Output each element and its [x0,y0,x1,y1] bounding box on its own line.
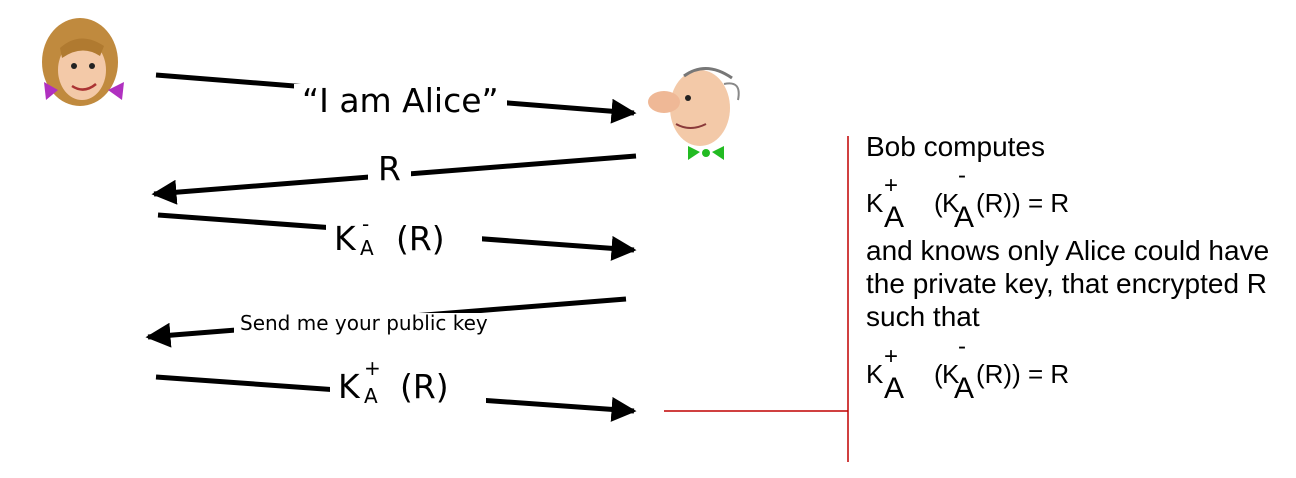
outer-key-sub: A [884,200,905,234]
inner-key: K [942,187,960,218]
label-signed-nonce: K - A (R) [326,214,482,262]
inner-key-sub: A [954,371,975,405]
outer-key: K [866,358,884,389]
key-letter: K [338,367,360,406]
formula-open-paren: ( [934,187,943,218]
inner-key-sup: - [958,332,966,360]
inner-key-sup: - [958,161,966,189]
inner-key-sub: A [954,200,975,234]
key-argument: (R) [396,219,445,258]
note-heading: Bob computes [866,131,1045,162]
outer-key-sup: + [884,342,899,370]
bob-verification-note: Bob computes K + A ( K - A (R)) = R and … [866,130,1286,405]
alice-icon [42,18,124,106]
key-argument: (R) [400,367,449,406]
formula-tail: (R)) = R [976,187,1070,218]
label-public-key-reply: K + A (R) [330,358,486,410]
label-i-am-alice: “I am Alice” [294,84,507,117]
outer-key-sup: + [884,171,899,199]
key-letter: K [334,219,356,258]
label-nonce-r: R [368,152,411,185]
outer-key-sub: A [884,371,905,405]
note-explanation: and knows only Alice could have the priv… [866,234,1270,332]
key-superscript: + [364,356,381,380]
label-key-request: Send me your public key [234,313,494,333]
key-superscript: - [362,212,370,236]
key-subscript: A [360,236,374,260]
outer-key: K [866,187,884,218]
bob-icon [648,67,740,160]
key-subscript: A [364,384,378,408]
verification-formula-repeat: K + A ( K - A (R)) = R [866,332,1286,405]
formula-tail: (R)) = R [976,358,1070,389]
verification-formula: K + A ( K - A (R)) = R [866,161,1286,234]
inner-key: K [942,358,960,389]
formula-open-paren: ( [934,358,943,389]
